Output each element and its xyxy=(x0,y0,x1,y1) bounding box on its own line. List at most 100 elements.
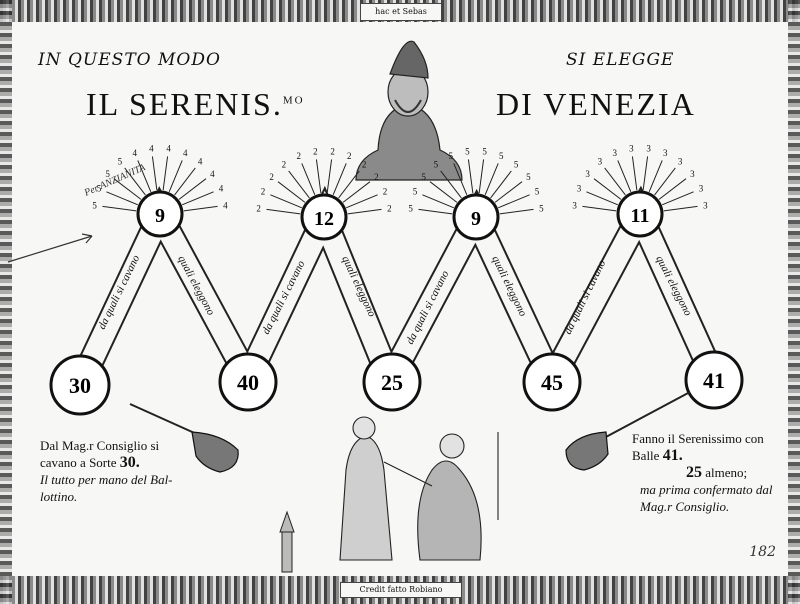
doge-portrait xyxy=(355,40,463,181)
fan-ray xyxy=(467,159,474,194)
node-top-1: 9 xyxy=(136,190,184,238)
node-top-1-label: 9 xyxy=(155,205,165,227)
fan-digit: 4 xyxy=(183,148,188,158)
fan-digit: 5 xyxy=(92,200,97,210)
fan-ray xyxy=(301,163,316,196)
right-note-line-5: Mag.r Consiglio. xyxy=(640,499,730,514)
fan-ray xyxy=(270,194,303,209)
fan-ray xyxy=(168,160,183,193)
node-top-4: 11 xyxy=(616,190,664,238)
fan-digit: 2 xyxy=(261,187,266,197)
fan-ray xyxy=(658,178,687,200)
bottom-nodes: 30 40 25 45 41 xyxy=(49,350,744,416)
fan-ray xyxy=(586,191,619,206)
fan-ray xyxy=(499,208,534,215)
bell-tower-illustration xyxy=(279,510,295,573)
fan-digit: 5 xyxy=(526,172,531,182)
fan-digit: 4 xyxy=(198,157,203,167)
left-note: Dal Mag.r Consiglio si cavano a Sorte 30… xyxy=(40,437,173,505)
fan-ray xyxy=(288,170,310,199)
arrow-line xyxy=(7,235,93,263)
fan-ray xyxy=(181,191,214,206)
fan-digit: 5 xyxy=(448,151,453,161)
fan-digit: 2 xyxy=(362,160,367,170)
fan-ray xyxy=(315,159,322,194)
node-top-4-label: 11 xyxy=(631,205,650,227)
right-note-line-2-text: Balle xyxy=(632,448,660,463)
fan-digit: 5 xyxy=(105,169,110,179)
fan-digit: 4 xyxy=(132,148,137,158)
ornamental-border-left xyxy=(0,0,12,604)
fan-ray xyxy=(418,208,453,215)
node-bottom-4-label: 45 xyxy=(541,370,563,395)
fan-digit: 5 xyxy=(97,184,102,194)
fan-ray xyxy=(113,178,142,200)
left-note-line-2-text: cavano a Sorte xyxy=(40,455,117,470)
handwritten-note: Per ANZIANITA xyxy=(82,162,148,199)
header-right-big: DI VENEZIA xyxy=(496,86,696,122)
fan-digit: 2 xyxy=(313,147,318,157)
header-left-big: IL SERENIS.MO xyxy=(86,86,305,123)
fan-digit: 3 xyxy=(678,157,683,167)
fan-digit: 2 xyxy=(387,203,392,213)
fan-digit: 2 xyxy=(374,172,379,182)
fan-ray xyxy=(478,159,485,194)
fan-digit: 4 xyxy=(149,144,154,154)
fan-digit: 3 xyxy=(572,200,577,210)
node-bottom-4: 45 xyxy=(522,352,582,412)
fan-digit: 5 xyxy=(499,151,504,161)
fan-ray xyxy=(497,194,530,209)
bottom-cartouche: Credit fatto Robiano xyxy=(340,582,462,598)
fan-ray xyxy=(345,194,378,209)
node-top-2: 12 xyxy=(300,193,348,241)
node-bottom-2: 40 xyxy=(218,352,278,412)
fan-digit: 3 xyxy=(629,144,634,154)
fan-ray xyxy=(422,194,455,209)
top-cartouche: hac et Sebas xyxy=(360,3,442,21)
header-right-small: SI ELEGGE xyxy=(566,50,675,70)
fan-digit: 5 xyxy=(421,172,426,182)
ornamental-border-right xyxy=(788,0,800,604)
right-note-number: 41. xyxy=(662,447,683,464)
fan-digit: 4 xyxy=(166,144,171,154)
right-note-line-3: 25 almeno; xyxy=(632,464,773,481)
allegorical-figures-illustration xyxy=(339,416,499,561)
node-bottom-1-label: 30 xyxy=(69,373,91,398)
fan-ray xyxy=(277,181,306,203)
left-note-line-4: lottino. xyxy=(40,489,78,504)
left-note-line-2: cavano a Sorte 30. xyxy=(40,454,173,471)
fan-digit: 5 xyxy=(465,147,470,157)
right-pointing-hand-icon xyxy=(565,391,691,471)
fan-ray xyxy=(593,178,622,200)
fan-ray xyxy=(642,156,649,191)
fan-ray xyxy=(338,170,360,199)
fan-digit: 5 xyxy=(413,187,418,197)
left-note-number: 30. xyxy=(119,454,140,471)
fan-ray xyxy=(490,170,512,199)
fan-digit: 2 xyxy=(383,187,388,197)
node-bottom-5: 41 xyxy=(684,350,744,410)
node-top-2-label: 12 xyxy=(314,208,334,230)
fan-digit: 5 xyxy=(482,147,487,157)
fan-ray xyxy=(106,191,139,206)
right-note-line-3-number: 25 xyxy=(686,464,702,481)
fan-ray xyxy=(347,208,382,215)
fan-digit: 5 xyxy=(118,157,123,167)
fan-digit: 2 xyxy=(282,160,287,170)
fan-ray xyxy=(162,156,169,191)
fan-digit: 5 xyxy=(408,203,413,213)
fan-digit: 3 xyxy=(598,157,603,167)
node-bottom-5-label: 41 xyxy=(703,368,725,393)
fan-ray xyxy=(178,178,207,200)
fan-ray xyxy=(582,205,617,212)
fan-ray xyxy=(137,160,152,193)
right-note: Fanno il Serenissimo con Balle 41. 25 al… xyxy=(632,430,773,515)
header-left-big-text: IL SERENIS. xyxy=(86,86,283,122)
handwritten-annotation: Per ANZIANITA xyxy=(7,162,148,263)
